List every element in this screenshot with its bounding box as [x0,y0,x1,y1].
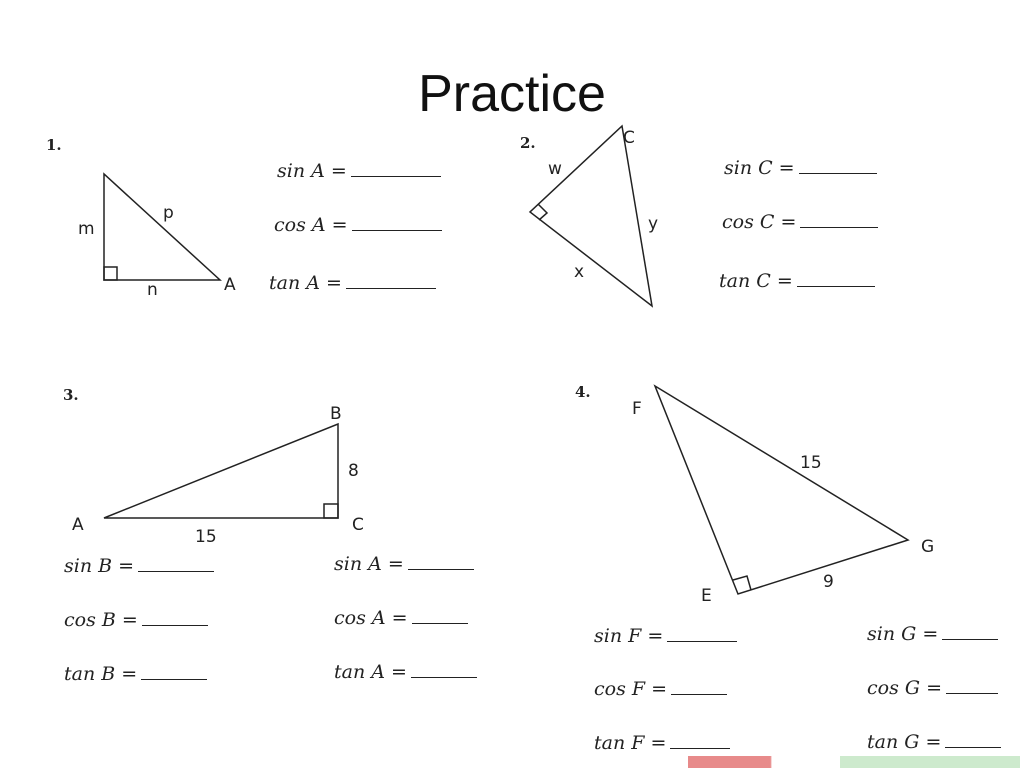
problem-4-cos-f: cos F = [594,678,728,700]
problem-2-cos-c: cos C = [722,211,879,233]
problem-1-side-m: m [78,219,95,239]
problem-4-vertex-e: E [701,586,712,606]
problem-3-cos-a: cos A = [334,607,468,629]
triangle-1 [103,172,222,281]
answer-blank[interactable] [407,555,474,570]
answer-blank[interactable] [800,213,879,228]
problem-1-side-n: n [147,280,158,300]
answer-blank[interactable] [141,611,208,626]
answer-blank[interactable] [345,274,436,289]
problem-1-number: 1. [46,136,62,154]
footer-watermark-red [688,756,838,768]
problem-2-side-w: w [548,159,562,179]
answer-blank[interactable] [667,627,738,642]
problem-3-number: 3. [63,386,79,404]
problem-4-sin-f: sin F = [594,625,738,647]
problem-4-vertex-g: G [921,537,935,557]
problem-3-vertex-b: B [330,404,342,424]
answer-blank[interactable] [138,557,215,572]
answer-blank[interactable] [141,665,208,680]
problem-2-side-x: x [574,262,585,282]
problem-2-vertex-c: C [623,128,635,148]
answer-blank[interactable] [946,679,999,694]
answer-blank[interactable] [351,216,442,231]
slide-title: Practice [418,65,606,123]
answer-blank[interactable] [671,680,728,695]
problem-4-tan-g: tan G = [867,731,1002,753]
answer-blank[interactable] [945,733,1002,748]
problem-3-tan-a: tan A = [334,661,477,683]
problem-3-tan-b: tan B = [64,663,208,685]
triangle-3 [103,422,339,519]
problem-3-side-15: 15 [195,527,217,547]
problem-4-vertex-f: F [632,399,642,419]
problem-1-tan-a: tan A = [269,272,436,294]
problem-1-vertex-a: A [224,275,236,295]
answer-blank[interactable] [350,162,441,177]
answer-blank[interactable] [410,663,477,678]
problem-3-sin-b: sin B = [64,555,215,577]
answer-blank[interactable] [670,734,731,749]
answer-blank[interactable] [942,625,999,640]
problem-4-side-15: 15 [800,453,822,473]
problem-2-side-y: y [648,214,659,234]
footer-watermark-green [840,756,1020,768]
problem-3-cos-b: cos B = [64,609,208,631]
answer-blank[interactable] [411,609,468,624]
problem-1-sin-a: sin A = [277,160,441,182]
answer-blank[interactable] [796,272,875,287]
answer-blank[interactable] [798,159,877,174]
problem-4-number: 4. [575,383,591,401]
problem-1-side-p: p [163,203,174,223]
problem-2-tan-c: tan C = [719,270,875,292]
problem-4-tan-f: tan F = [594,732,731,754]
problem-4-side-9: 9 [823,572,834,592]
problem-2-number: 2. [520,134,536,152]
problem-3-vertex-a: A [72,515,84,535]
triangle-2 [528,124,654,308]
triangle-4 [653,384,910,595]
problem-3-sin-a: sin A = [334,553,474,575]
problem-3-vertex-c: C [352,515,364,535]
problem-2-sin-c: sin C = [724,157,877,179]
problem-4-sin-g: sin G = [867,623,999,645]
problem-1-cos-a: cos A = [274,214,442,236]
problem-4-cos-g: cos G = [867,677,999,699]
problem-3-side-8: 8 [348,461,359,481]
